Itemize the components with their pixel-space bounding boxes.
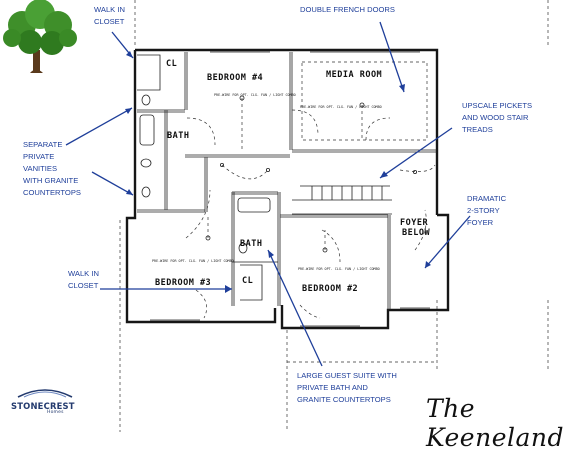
brand-text: STONECREST [11,401,75,411]
callout-double-french-doors: DOUBLE FRENCH DOORS [300,4,395,16]
callout-line: SEPARATE [23,140,63,149]
room-label-foyer-below: BELOW [402,228,430,238]
room-label-bath-lower: BATH [240,239,262,249]
tree-icon [3,0,77,73]
callout-line: DRAMATIC [467,194,507,203]
callout-line: COUNTERTOPS [23,188,81,197]
room-label-bedroom3: BEDROOM #3 [155,278,211,288]
callout-line: PRIVATE BATH AND [297,383,368,392]
callout-walk-in-closet-top: WALK IN CLOSET [94,4,125,28]
room-label-foyer: FOYER [400,218,428,228]
callout-guest-suite: LARGE GUEST SUITE WITH PRIVATE BATH AND … [297,370,397,406]
fixture-note: PRE-WIRE FOR OPT. CLG. FAN / LIGHT COMBO [214,93,296,97]
room-label-media-room: MEDIA ROOM [326,70,382,80]
callout-line: WALK IN [68,269,99,278]
room-label-bath-upper: BATH [167,131,189,141]
closet-label-bottom: CL [242,276,253,286]
floor-plan-page: BEDROOM #4 MEDIA ROOM BATH BATH BEDROOM … [3,0,564,452]
callout-separate-vanities: SEPARATE PRIVATE VANITIES WITH GRANITE C… [23,139,81,199]
closet-label-top: CL [166,59,177,69]
floor-plan-drawing: BEDROOM #4 MEDIA ROOM BATH BATH BEDROOM … [3,0,549,432]
callout-upscale-pickets: UPSCALE PICKETS AND WOOD STAIR TREADS [462,100,532,136]
callout-line: TREADS [462,125,493,134]
callout-walk-in-closet-bottom: WALK IN CLOSET [68,268,99,292]
fixture-note: PRE-WIRE FOR OPT. CLG. FAN / LIGHT COMBO [298,267,380,271]
callout-line: LARGE GUEST SUITE WITH [297,371,397,380]
room-label-bedroom2: BEDROOM #2 [302,284,358,294]
brand-name: STONECREST Homes [11,401,75,415]
callout-line: UPSCALE PICKETS [462,101,533,110]
stair-treads [300,185,390,200]
callout-line: DOUBLE FRENCH DOORS [300,5,395,14]
callout-line: CLOSET [94,17,125,26]
callout-line: FOYER [467,218,494,227]
callout-dramatic-foyer: DRAMATIC 2-STORY FOYER [467,193,506,229]
callout-line: WALK IN [94,5,125,14]
callout-line: GRANITE COUNTERTOPS [297,395,391,404]
plan-title: The Keeneland [426,394,564,452]
room-label-bedroom4: BEDROOM #4 [207,73,263,83]
callout-arrows [65,21,471,367]
callout-line: AND WOOD STAIR [462,113,529,122]
fixture-note: PRE-WIRE FOR OPT. CLG. FAN / LIGHT COMBO [152,259,234,263]
stonecrest-logo-icon [17,389,73,398]
callout-line: VANITIES [23,164,58,173]
callout-line: PRIVATE [23,152,55,161]
interior-walls [137,51,437,327]
callout-line: 2-STORY [467,206,500,215]
callout-line: WITH GRANITE [23,176,79,185]
fixture-note: PRE-WIRE FOR OPT. CLG. FAN / LIGHT COMBO [300,105,382,109]
callout-line: CLOSET [68,281,99,290]
brand-subtext: Homes [47,410,64,415]
